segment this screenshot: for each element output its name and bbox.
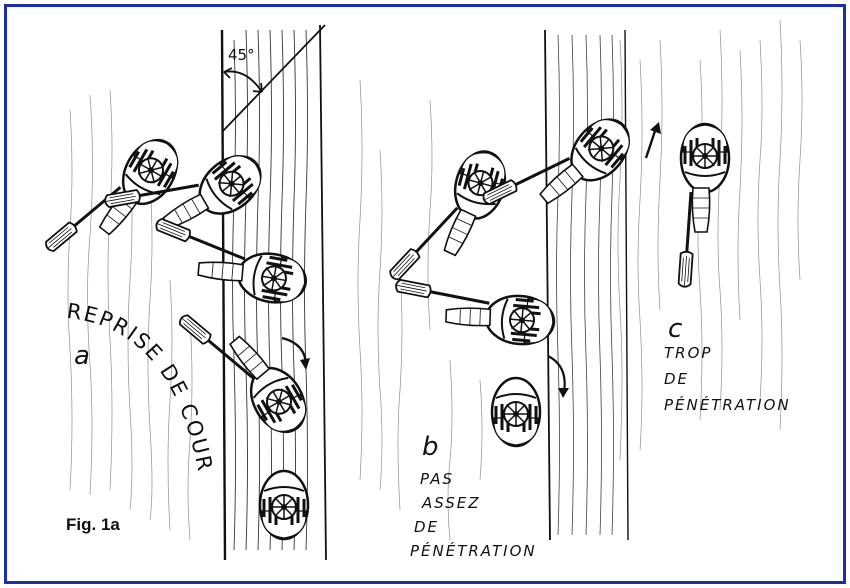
label-b: b bbox=[422, 432, 439, 462]
kayak-b2 bbox=[393, 277, 558, 349]
kayak-b1 bbox=[386, 144, 514, 283]
label-a: a bbox=[74, 341, 90, 371]
caption-c-line-1: TROP bbox=[664, 344, 713, 362]
current-channel-bc bbox=[544, 29, 629, 541]
angle-indicator bbox=[221, 24, 326, 133]
kayak-b3 bbox=[490, 376, 542, 448]
forward-arrow-c bbox=[644, 127, 658, 159]
caption-b-line-4: PÉNÉTRATION bbox=[410, 542, 537, 560]
caption-b-line-1: PAS bbox=[420, 470, 455, 488]
caption-c-line-2: DE bbox=[664, 370, 690, 388]
caption-b-line-3: DE bbox=[414, 518, 440, 536]
label-c: c bbox=[668, 314, 683, 344]
angle-label: 45° bbox=[228, 46, 255, 64]
kayak-c2 bbox=[676, 122, 731, 289]
caption-c-line-3: PÉNÉTRATION bbox=[664, 396, 791, 414]
turn-arrow-b bbox=[547, 355, 566, 393]
water-hatching bbox=[67, 19, 803, 541]
kayak-a5 bbox=[258, 469, 310, 541]
figure-label: Fig. 1a bbox=[66, 515, 120, 534]
current-channel-a bbox=[220, 24, 327, 561]
caption-b-line-2: ASSEZ bbox=[422, 494, 481, 512]
